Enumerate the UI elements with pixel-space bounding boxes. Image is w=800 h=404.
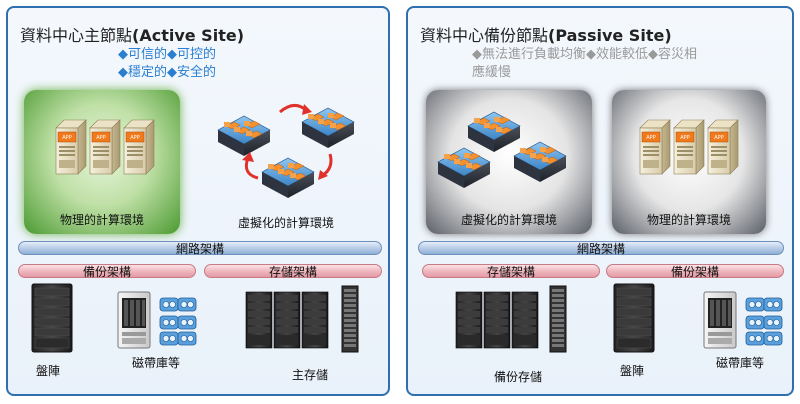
backup-storage-group xyxy=(455,285,567,353)
virtual-server-icon xyxy=(261,157,315,199)
cartridge-icon xyxy=(763,297,783,312)
virtual-cluster-active xyxy=(217,104,355,199)
server-icon xyxy=(673,119,705,175)
cartridge-icon xyxy=(177,331,197,346)
backup-storage-label: 備份存儲 xyxy=(494,370,543,384)
virtual-server-icon xyxy=(437,147,491,189)
active-site-title: 資料中心主節點(Active Site) xyxy=(20,22,244,46)
tape-library-active xyxy=(117,291,197,349)
storage-rack-icon xyxy=(341,285,359,353)
disk-array-label-active: 盤陣 xyxy=(36,364,61,378)
backup-pipe-active: 備份架構 xyxy=(18,264,196,279)
tape-label-active: 磁帶庫等 xyxy=(132,356,181,370)
virtual-env-label: 虛擬化的計算環境 xyxy=(238,216,335,230)
physical-env-label: 物理的計算環境 xyxy=(59,213,144,227)
virtual-server-icon xyxy=(513,141,567,183)
physical-servers-group xyxy=(55,119,155,175)
cartridge-icon xyxy=(177,315,197,330)
cartridge-icon xyxy=(763,331,783,346)
cartridge-icon xyxy=(159,331,179,346)
passive-title-prefix: 資料中心備份節點 xyxy=(420,26,549,45)
virtual-server-icon xyxy=(217,115,271,157)
storage-rack-icon xyxy=(455,291,483,349)
tape-label-passive: 磁帶庫等 xyxy=(716,356,765,370)
cartridge-icon xyxy=(159,315,179,330)
active-bullet-2: ◆穩定的◆安全的 xyxy=(118,65,216,80)
storage-pipe-passive: 存儲架構 xyxy=(422,264,600,279)
storage-rack-icon xyxy=(301,291,329,349)
disk-array-label-passive: 盤陣 xyxy=(620,364,645,378)
storage-rack-icon xyxy=(273,291,301,349)
active-bullets: ◆可信的◆可控的 ◆穩定的◆安全的 xyxy=(118,46,216,82)
disk-array-passive xyxy=(613,283,655,353)
tape-library-icon xyxy=(703,291,737,349)
server-icon xyxy=(123,119,155,175)
physical-env-box-passive: 物理的計算環境 xyxy=(612,90,766,234)
virtual-server-icon xyxy=(301,107,355,149)
cartridge-icon xyxy=(745,331,765,346)
network-pipe-passive: 網路架構 xyxy=(418,241,784,256)
passive-bullet-1: ◆無法進行負載均衡◆效能較低◆容災相 xyxy=(472,47,697,62)
physical-env-label-passive: 物理的計算環境 xyxy=(646,213,731,227)
storage-pipe-active: 存儲架構 xyxy=(204,264,382,279)
virtual-env-label-passive: 虛擬化的計算環境 xyxy=(460,213,557,227)
tape-library-passive xyxy=(703,291,783,349)
tape-library-icon xyxy=(117,291,151,349)
disk-array-icon xyxy=(31,283,73,353)
virtual-cluster-passive xyxy=(437,111,567,189)
active-site-panel: 資料中心主節點(Active Site) ◆可信的◆可控的 ◆穩定的◆安全的 物… xyxy=(6,6,390,396)
passive-site-panel: 資料中心備份節點(Passive Site) ◆無法進行負載均衡◆效能較低◆容災… xyxy=(406,6,794,396)
passive-bullets: ◆無法進行負載均衡◆效能較低◆容災相 應緩慢 xyxy=(472,46,697,82)
passive-bullet-2: 應緩慢 xyxy=(472,65,512,80)
cycle-arrow-icon xyxy=(242,104,333,180)
storage-rack-icon xyxy=(483,291,511,349)
server-icon xyxy=(89,119,121,175)
server-icon xyxy=(707,119,739,175)
server-icon xyxy=(639,119,671,175)
storage-rack-icon xyxy=(245,291,273,349)
server-icon xyxy=(55,119,87,175)
active-title-prefix: 資料中心主節點 xyxy=(20,26,133,45)
passive-title-label: (Passive Site) xyxy=(548,26,672,45)
active-bullet-1: ◆可信的◆可控的 xyxy=(118,47,216,62)
main-storage-group xyxy=(245,285,359,353)
backup-pipe-passive: 備份架構 xyxy=(606,264,784,279)
main-storage-label: 主存儲 xyxy=(292,368,329,382)
storage-rack-icon xyxy=(511,291,539,349)
active-title-label: (Active Site) xyxy=(132,26,244,45)
virtual-env-box-passive: 虛擬化的計算環境 xyxy=(426,90,592,234)
physical-servers-passive xyxy=(639,119,739,175)
disk-array-active xyxy=(31,283,73,353)
network-pipe-active: 網路架構 xyxy=(18,241,382,256)
storage-rack-icon xyxy=(549,285,567,353)
cartridge-icon xyxy=(745,315,765,330)
cartridge-icon xyxy=(763,315,783,330)
disk-array-icon xyxy=(613,283,655,353)
virtual-server-icon xyxy=(467,111,521,153)
passive-site-title: 資料中心備份節點(Passive Site) xyxy=(420,22,672,46)
cartridge-icon xyxy=(745,297,765,312)
cartridge-icon xyxy=(159,297,179,312)
cartridge-icon xyxy=(177,297,197,312)
physical-env-box: 物理的計算環境 xyxy=(24,90,180,234)
